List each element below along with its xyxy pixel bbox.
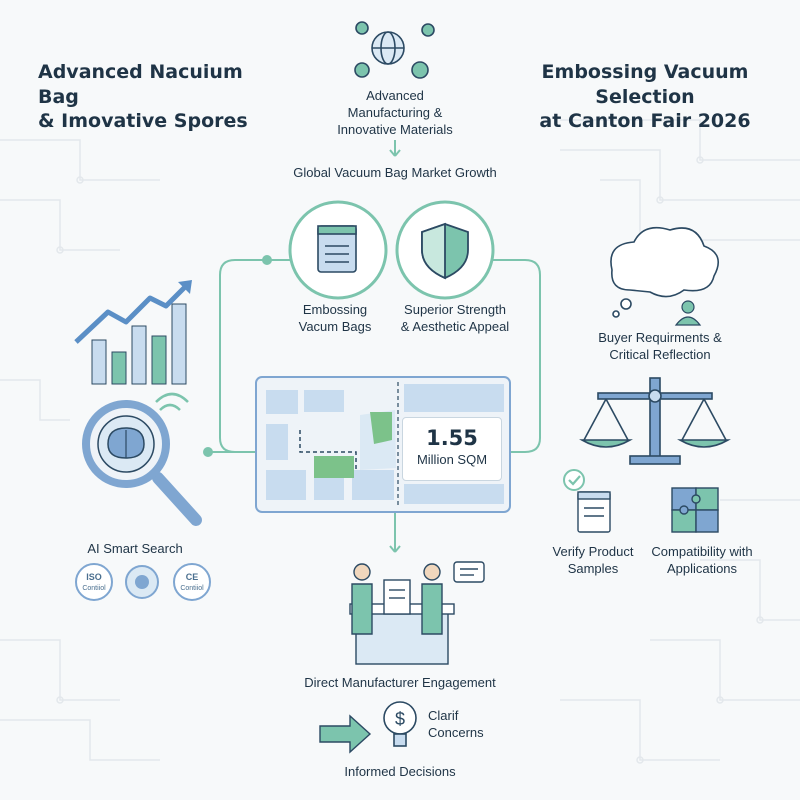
- embossing-label: Embossing Vacum Bags: [298, 302, 372, 334]
- growth-chart-icon: [74, 280, 192, 385]
- connector-lines: [203, 140, 541, 553]
- ai-search-icon: [82, 392, 202, 526]
- verify-label: Verify Product Samples: [552, 544, 634, 576]
- arrow-icon: [319, 714, 372, 754]
- person-icon: [674, 300, 702, 326]
- ce-badge-top: CE: [185, 572, 199, 582]
- lightbulb-icon: $: [383, 701, 417, 747]
- ce-badge-bottom: Contiiol: [180, 585, 204, 592]
- iso-badge-top: ISO: [86, 572, 102, 582]
- gears-globe-icon: [354, 21, 435, 79]
- balance-scale-icon: [579, 377, 731, 465]
- stat-value: 1.55: [426, 426, 478, 450]
- manufacturer-engagement-icon: [349, 561, 485, 665]
- decisions-label: Informed Decisions: [344, 764, 456, 779]
- title-right: Embossing Vacuum Selection at Canton Fai…: [539, 61, 751, 133]
- ai-search-label: AI Smart Search: [87, 541, 183, 556]
- buyer-label: Buyer Requirments & Critical Reflection: [598, 330, 722, 362]
- stat-unit: Million SQM: [416, 452, 488, 467]
- shield-icon: [421, 222, 469, 280]
- verify-document-icon: [563, 469, 611, 533]
- compat-label: Compatibility with Applications: [651, 544, 753, 576]
- iso-badge-bottom: Contiiol: [82, 585, 106, 592]
- title-left: Advanced Nacuium Bag & Imovative Spores: [38, 61, 248, 133]
- circuit-background: [0, 119, 800, 764]
- clarify-label: Clarif Concerns: [428, 708, 484, 740]
- stat-box: 1.55 Million SQM: [402, 417, 502, 481]
- svg-text:$: $: [395, 709, 405, 729]
- thought-bubble-icon: [610, 226, 720, 318]
- strength-label: Superior Strength & Aesthetic Appeal: [400, 302, 510, 334]
- top-node-label: Advanced Manufacturing & Innovative Mate…: [337, 88, 453, 137]
- engagement-label: Direct Manufacturer Engagement: [304, 675, 496, 690]
- vacuum-bag-icon: [317, 225, 357, 273]
- cert-badges: [75, 563, 211, 601]
- puzzle-icon: [671, 487, 719, 533]
- market-growth-label: Global Vacuum Bag Market Growth: [293, 165, 497, 180]
